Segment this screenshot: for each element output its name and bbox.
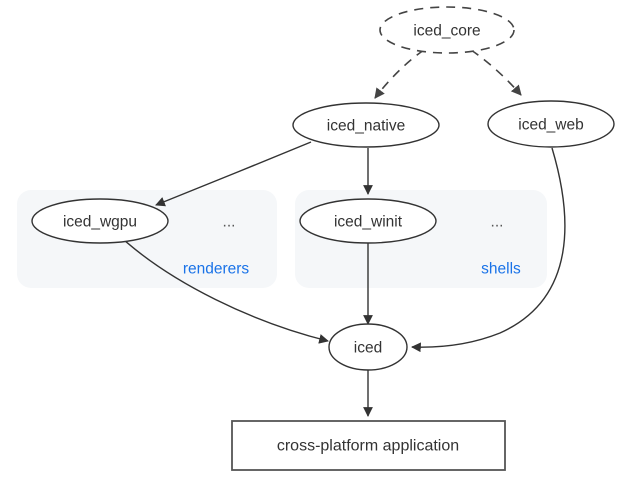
node-iced-native[interactable]: iced_native bbox=[292, 102, 440, 148]
edge-iced-wgpu-to-iced bbox=[123, 239, 329, 344]
cluster-renderers-label: renderers bbox=[183, 261, 250, 278]
node-iced-winit-shape[interactable] bbox=[299, 198, 437, 244]
node-iced-core-shape[interactable] bbox=[379, 6, 515, 54]
cluster-shells-ellipsis: ... bbox=[491, 214, 504, 231]
node-iced-web[interactable]: iced_web bbox=[487, 100, 615, 148]
node-iced-web-shape[interactable] bbox=[487, 100, 615, 148]
node-cross-platform-application[interactable]: cross-platform application bbox=[231, 420, 506, 471]
node-iced-wgpu[interactable]: iced_wgpu bbox=[31, 198, 169, 244]
node-application-shape[interactable] bbox=[231, 420, 506, 471]
edge-iced-web-to-iced bbox=[411, 147, 566, 353]
edge-iced-core-to-iced-web bbox=[470, 49, 522, 96]
node-iced[interactable]: iced bbox=[328, 323, 408, 371]
node-iced-native-shape[interactable] bbox=[292, 102, 440, 148]
cluster-renderers-ellipsis: ... bbox=[223, 214, 236, 231]
cluster-shells-label: shells bbox=[481, 261, 521, 278]
edge-iced-core-to-iced-native bbox=[374, 49, 425, 99]
node-iced-wgpu-shape[interactable] bbox=[31, 198, 169, 244]
node-application-label: cross-platform application bbox=[277, 438, 459, 455]
edge-iced-native-to-iced-wgpu bbox=[155, 141, 312, 207]
node-iced-core[interactable]: iced_core bbox=[379, 6, 515, 54]
node-iced-shape[interactable] bbox=[328, 323, 408, 371]
node-iced-winit[interactable]: iced_winit bbox=[299, 198, 437, 244]
